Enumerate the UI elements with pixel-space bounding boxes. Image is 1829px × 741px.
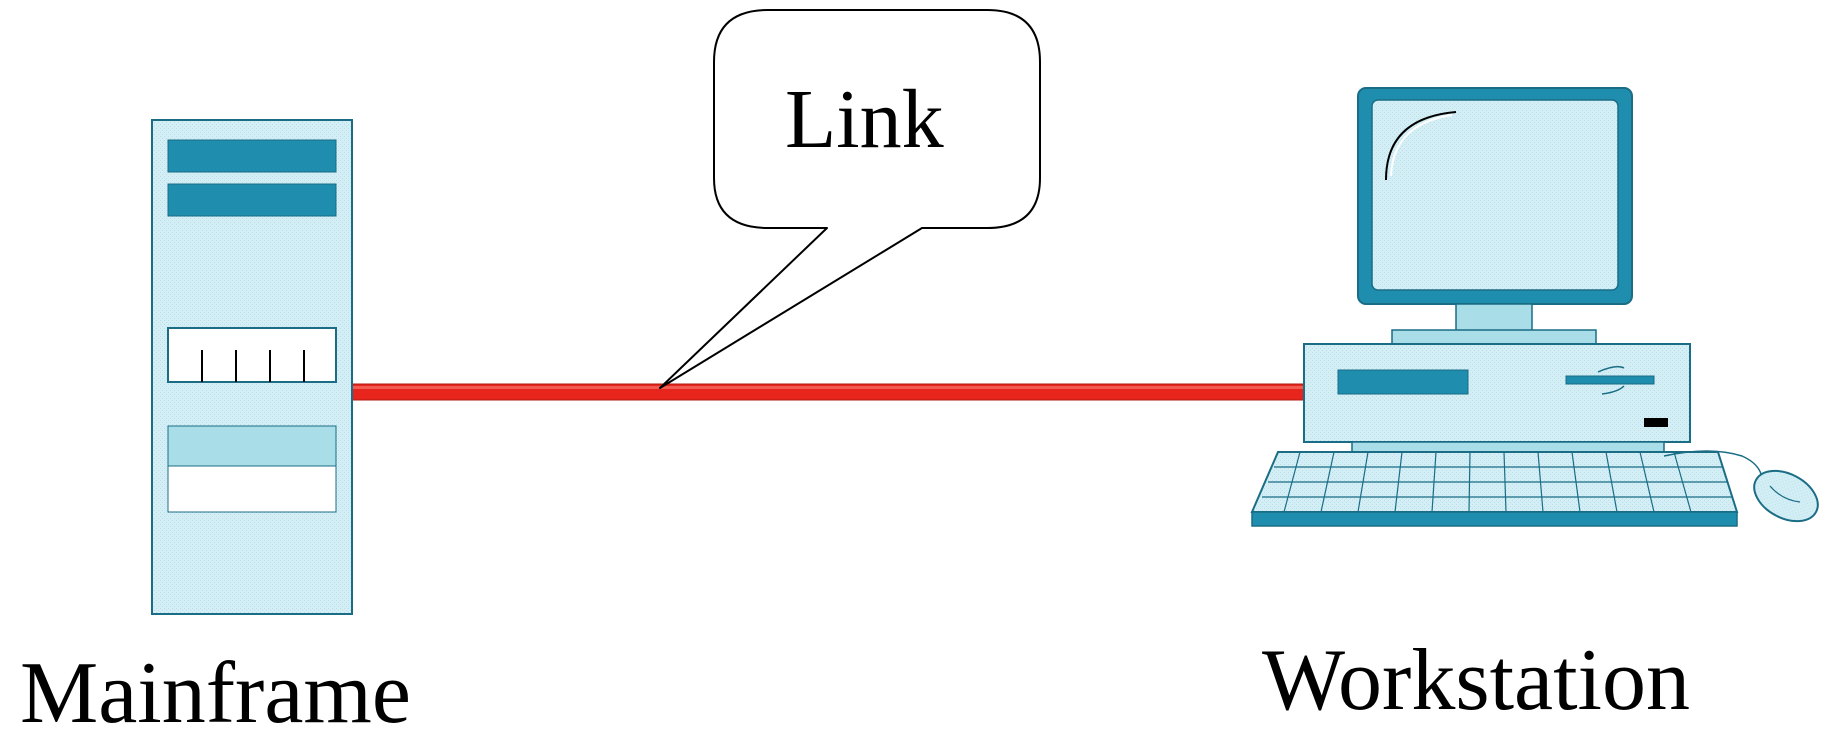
desktop-computer-icon [1304,88,1690,454]
link-line [352,384,1304,400]
mainframe-label: Mainframe [20,650,411,738]
link-label: Link [785,78,944,162]
keyboard-icon [1252,452,1737,526]
workstation-label: Workstation [1262,637,1690,725]
link-callout-bubble [660,10,1040,388]
mainframe-tower-icon [152,120,352,614]
